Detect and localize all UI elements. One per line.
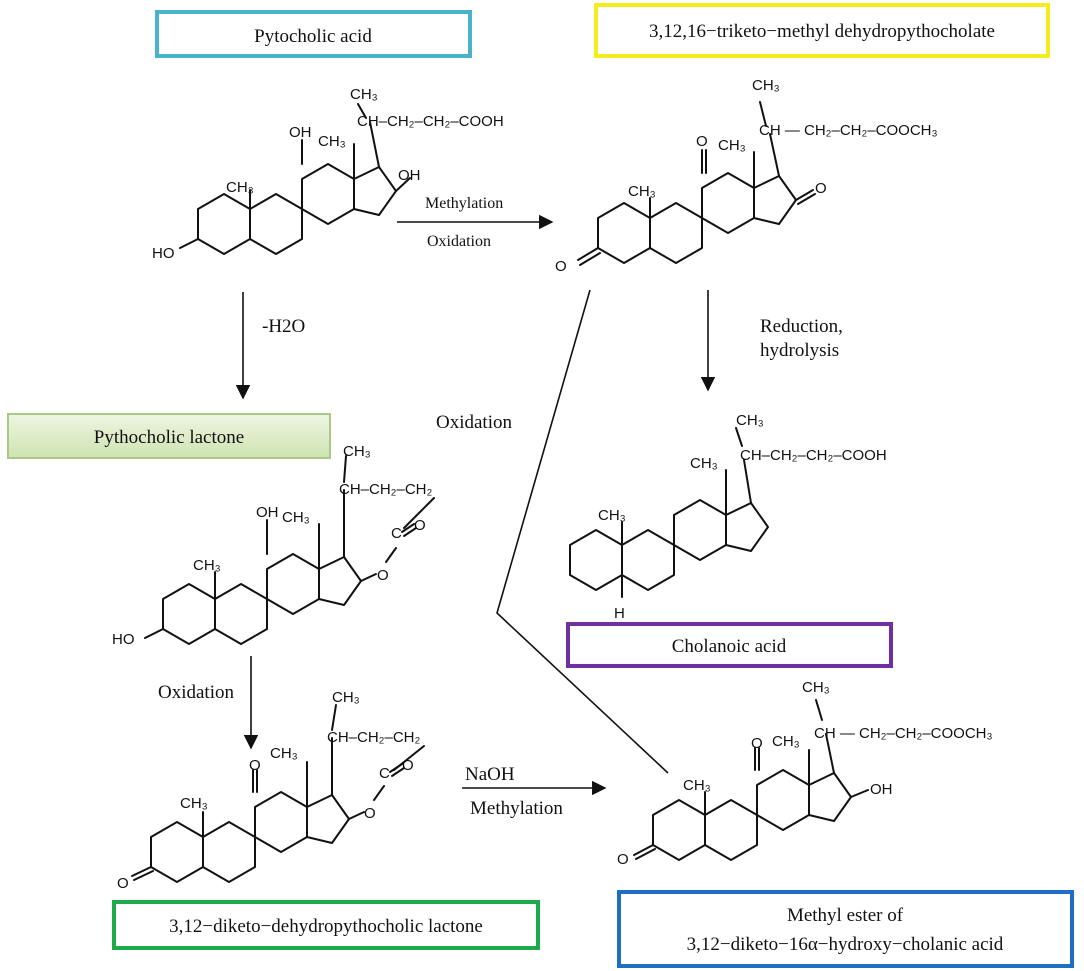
atom-label: O xyxy=(815,180,827,197)
box-triketo-ester xyxy=(594,3,1050,58)
atom-label: CH₃ xyxy=(318,133,346,150)
atom-label: O xyxy=(377,567,389,584)
atom-label: HO xyxy=(152,245,175,262)
atom-label: O xyxy=(696,133,708,150)
arrow-label-methylation: Methylation xyxy=(425,195,503,212)
atom-label: OH xyxy=(870,781,893,798)
structure-methyl-ester: O CH₃ O CH₃ OH CH — CH₂–CH₂–COOCH₃ CH₃ xyxy=(617,679,993,868)
atom-label: OH xyxy=(398,167,421,184)
atom-label: CH–CH₂–CH₂ xyxy=(339,481,433,498)
label-pytocholic-acid: Pytocholic acid xyxy=(254,26,372,47)
atom-label: CH₃ xyxy=(350,86,378,103)
box-pytocholic-acid xyxy=(155,10,472,58)
box-cholanoic-acid xyxy=(566,622,893,668)
atom-label: O xyxy=(414,517,426,534)
atom-label: C xyxy=(391,525,402,542)
label-methyl-ester-line2: 3,12−diketo−16α−hydroxy−cholanic acid xyxy=(687,934,1004,955)
label-methyl-ester-line1: Methyl ester of xyxy=(787,905,904,926)
atom-label: CH₃ xyxy=(628,183,656,200)
structure-diketo-lactone: O CH₃ O CH₃ O C O CH–CH₂–CH₂ CH₃ xyxy=(117,689,425,892)
atom-label: CH₃ xyxy=(718,137,746,154)
box-pythocholic-lactone xyxy=(7,413,331,459)
arrow-label-oxidation-top: Oxidation xyxy=(427,233,491,250)
atom-label: CH₃ xyxy=(683,777,711,794)
atom-label: CH — CH₂–CH₂–COOCH₃ xyxy=(814,725,993,742)
atom-label: CH–CH₂–CH₂–COOH xyxy=(357,113,504,130)
atom-label: O xyxy=(617,851,629,868)
atom-label: CH₃ xyxy=(332,689,360,706)
atom-label: O xyxy=(555,258,567,275)
atom-label: CH₃ xyxy=(598,507,626,524)
label-diketo-lactone: 3,12−diketo−dehydropythocholic lactone xyxy=(169,916,483,937)
atom-label: CH–CH₂–CH₂–COOH xyxy=(740,447,887,464)
atom-label: H xyxy=(614,605,625,622)
atom-label: CH₃ xyxy=(180,795,208,812)
atom-label: CH₃ xyxy=(270,745,298,762)
atom-label: CH₃ xyxy=(752,77,780,94)
arrow-label-h2o: -H2O xyxy=(262,316,305,337)
atom-label: O xyxy=(117,875,129,892)
arrow-label-reduction: Reduction, xyxy=(760,316,843,337)
atom-label: CH₃ xyxy=(736,412,764,429)
atom-label: CH–CH₂–CH₂ xyxy=(327,729,421,746)
arrow-label-methylation-bottom: Methylation xyxy=(470,798,563,819)
atom-label: CH₃ xyxy=(343,443,371,460)
atom-label: CH — CH₂–CH₂–COOCH₃ xyxy=(759,122,938,139)
line-oxidation-bypass xyxy=(496,289,669,774)
atom-label: HO xyxy=(112,631,135,648)
atom-label: O xyxy=(364,805,376,822)
atom-label: CH₃ xyxy=(772,733,800,750)
atom-label: O xyxy=(751,735,763,752)
atom-label: CH₃ xyxy=(193,557,221,574)
label-pythocholic-lactone: Pythocholic lactone xyxy=(94,427,244,448)
atom-label: CH₃ xyxy=(802,679,830,696)
atom-label: O xyxy=(249,757,261,774)
atom-label: O xyxy=(402,757,414,774)
arrow-label-hydrolysis: hydrolysis xyxy=(760,340,839,361)
label-cholanoic-acid: Cholanoic acid xyxy=(672,636,787,657)
label-triketo-ester: 3,12,16−triketo−methyl dehydropythochola… xyxy=(649,21,995,42)
arrow-label-oxidation-mid: Oxidation xyxy=(436,412,512,433)
structure-pytocholic-acid: HO CH₃ OH CH₃ OH CH–CH₂–CH₂–COOH CH₃ xyxy=(152,86,504,262)
atom-label: CH₃ xyxy=(282,509,310,526)
structure-triketo-ester: O CH₃ O CH₃ O CH — CH₂–CH₂–COOCH₃ CH₃ xyxy=(555,77,938,275)
arrow-label-oxidation-left: Oxidation xyxy=(158,682,234,703)
box-methyl-ester xyxy=(617,890,1074,968)
box-diketo-lactone xyxy=(112,900,540,950)
atom-label: OH xyxy=(256,504,279,521)
atom-label: CH₃ xyxy=(690,455,718,472)
structure-cholanoic-acid: H CH₃ CH₃ CH–CH₂–CH₂–COOH CH₃ xyxy=(569,412,887,622)
atom-label: CH₃ xyxy=(226,179,254,196)
atom-label: C xyxy=(379,765,390,782)
structure-pythocholic-lactone: HO CH₃ OH CH₃ O C O CH–CH₂–CH₂ CH₃ xyxy=(112,443,435,648)
atom-label: OH xyxy=(289,124,312,141)
arrow-label-naoh: NaOH xyxy=(465,764,515,785)
